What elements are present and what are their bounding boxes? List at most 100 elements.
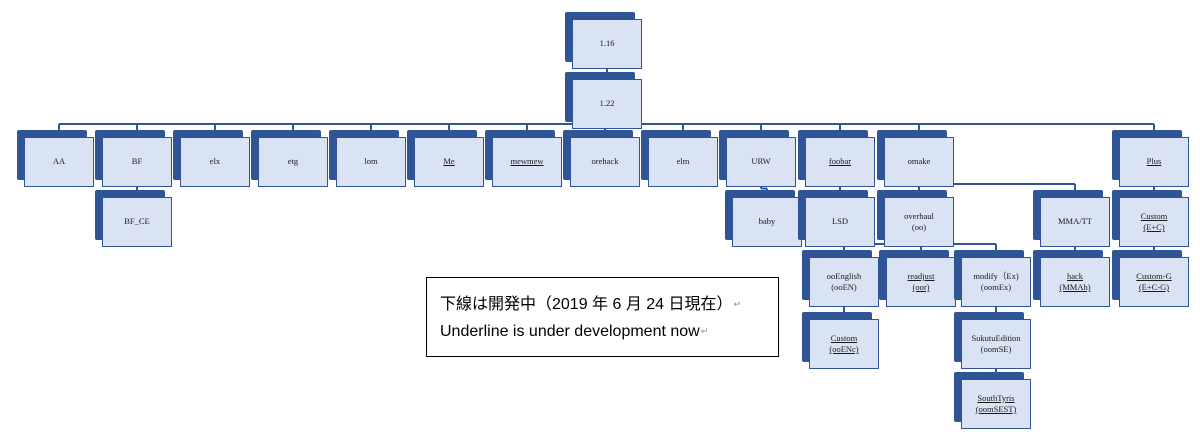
node-label: Custom-G [1136,270,1172,281]
node-readjust: readjust(oor) [879,250,956,307]
node-label: BF_CE [124,216,150,227]
node-label: modify（Ex) [973,270,1019,281]
node-label: (ooEN) [831,282,857,292]
node-elm: elm [641,130,718,187]
node-label: omake [907,156,931,167]
node-label: SouthTyris [977,392,1015,403]
node-box: elx [180,137,250,187]
node-box: elm [648,137,718,187]
node-box: lom [336,137,406,187]
node-hack: hack(MMAh) [1033,250,1110,307]
node-label: MMA/TT [1058,216,1092,227]
node-box: readjust(oor) [886,257,956,307]
node-overhaul: overhaul(oo) [877,190,954,247]
node-label: (E+C-G) [1138,282,1170,292]
node-custom-ec: Custom(E+C) [1112,190,1189,247]
node-box: BF_CE [102,197,172,247]
node-sukutu: SukutuEdition(oomSE) [954,312,1031,369]
node-box: mewmew [492,137,562,187]
node-southtyris: SouthTyris(oomSEST) [954,372,1031,429]
node-bf: BF [95,130,172,187]
node-box: LSD [805,197,875,247]
legend-note: 下線は開発中（2019 年 6 月 24 日現在）↵ Underline is … [426,277,779,357]
node-box: SouthTyris(oomSEST) [961,379,1031,429]
node-label: foobar [828,156,852,167]
node-etg: etg [251,130,328,187]
node-mma-tt: MMA/TT [1033,190,1110,247]
node-box: BF [102,137,172,187]
node-box: AA [24,137,94,187]
node-label: orehack [591,156,619,167]
node-box: baby [732,197,802,247]
node-box: hack(MMAh) [1040,257,1110,307]
node-label: LSD [831,216,849,227]
node-orehack: orehack [563,130,640,187]
node-box: foobar [805,137,875,187]
node-box: 1.16 [572,19,642,69]
node-label: URW [751,156,771,167]
note-line-japanese: 下線は開発中（2019 年 6 月 24 日現在） [440,296,733,313]
node-label: 1.22 [599,98,615,109]
node-box: Me [414,137,484,187]
node-label: (ooENc) [829,344,859,354]
node-box: Plus [1119,137,1189,187]
node-omake: omake [877,130,954,187]
node-ooenglish: ooEnglish(ooEN) [802,250,879,307]
paragraph-mark-icon: ↵ [700,326,709,337]
node-label: ooEnglish [826,270,862,281]
node-modify: modify（Ex)(oomEx) [954,250,1031,307]
node-label: etg [287,156,299,167]
node-me: Me [407,130,484,187]
node-box: Custom(ooENc) [809,319,879,369]
node-label: (oo) [911,222,927,232]
node-label: (MMAh) [1059,282,1091,292]
node-v116: 1.16 [565,12,642,69]
node-box: overhaul(oo) [884,197,954,247]
node-label: elm [676,156,690,167]
node-label: AA [52,156,66,167]
node-baby: baby [725,190,802,247]
node-bf-ce: BF_CE [95,190,172,247]
node-label: (oor) [912,282,930,292]
node-v122: 1.22 [565,72,642,129]
node-label: baby [758,216,776,227]
node-box: orehack [570,137,640,187]
node-label: BF [131,156,143,167]
node-foobar: foobar [798,130,875,187]
node-label: overhaul [904,210,934,221]
node-label: (E+C) [1143,222,1165,232]
node-box: SukutuEdition(oomSE) [961,319,1031,369]
node-label: readjust [907,270,935,281]
node-box: modify（Ex)(oomEx) [961,257,1031,307]
node-label: Me [443,156,455,167]
node-label: mewmew [510,156,544,167]
node-plus: Plus [1112,130,1189,187]
note-line-english: Underline is under development now [440,323,700,340]
node-lom: lom [329,130,406,187]
node-label: 1.16 [599,38,615,49]
node-box: ooEnglish(ooEN) [809,257,879,307]
node-box: URW [726,137,796,187]
node-elx: elx [173,130,250,187]
node-box: Custom-G(E+C-G) [1119,257,1189,307]
node-box: omake [884,137,954,187]
paragraph-mark-icon: ↵ [733,299,742,310]
node-label: hack [1066,270,1084,281]
node-custom-ooenc: Custom(ooENc) [802,312,879,369]
node-label: (oomSE) [980,344,1012,354]
node-aa: AA [17,130,94,187]
node-mewmew: mewmew [485,130,562,187]
node-label: Custom [830,332,858,343]
node-label: (oomSEST) [975,404,1017,414]
node-lsd: LSD [798,190,875,247]
node-box: etg [258,137,328,187]
node-label: Custom [1140,210,1168,221]
node-label: lom [364,156,378,167]
node-label: (oomEx) [980,282,1012,292]
node-label: elx [209,156,221,167]
node-urw: URW [719,130,796,187]
node-box: 1.22 [572,79,642,129]
node-box: Custom(E+C) [1119,197,1189,247]
node-custom-g: Custom-G(E+C-G) [1112,250,1189,307]
node-box: MMA/TT [1040,197,1110,247]
